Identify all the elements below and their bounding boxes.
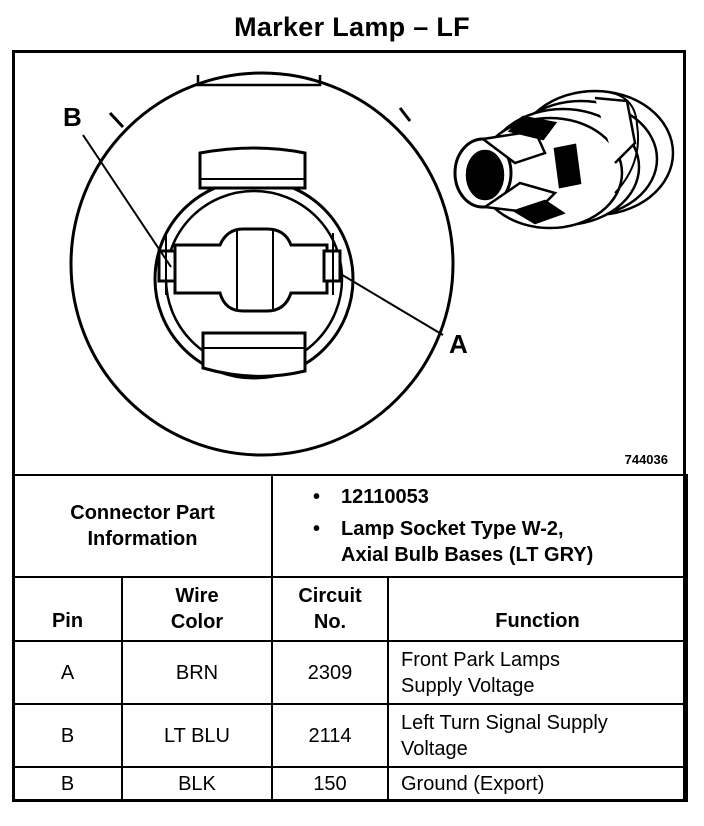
bottom-locking-tab [201,331,307,378]
row-circuit-no: 2114 [271,703,389,768]
part-info-label-line1: Connector Part [70,502,215,524]
row-wire-color: LT BLU [121,703,273,768]
header-row: Pin Wire Color Circuit No. Function [12,576,689,642]
part-number: 12110053 [313,484,686,510]
row-pin: B [12,766,123,802]
row-function: Front Park Lamps Supply Voltage [386,640,689,705]
part-info-values: 12110053 Lamp Socket Type W-2, Axial Bul… [270,474,689,578]
header-pin: Pin [12,576,123,642]
bulb-opening [173,227,329,313]
table-row: B BLK 150 Ground (Export) [12,766,689,802]
header-circuit-no: Circuit No. [271,576,389,642]
row-circuit-no: 150 [271,766,389,802]
row-wire-color: BLK [121,766,273,802]
connector-table: Connector Part Information 12110053 Lamp… [12,474,689,802]
part-info-label-line2: Information [87,528,198,550]
outer-notch-left [108,111,125,129]
socket-outer-ring [69,71,455,457]
row-circuit-no: 2309 [271,640,389,705]
socket-description: Lamp Socket Type W-2, Axial Bulb Bases (… [313,516,686,568]
callout-a-label: A [449,329,468,359]
callout-a-leader [338,272,444,336]
figure-id: 744036 [624,452,668,467]
callout-b-label: B [63,102,82,132]
outer-notch-right [398,107,412,122]
diagram-title: Marker Lamp – LF [234,12,470,42]
row-pin: A [12,640,123,705]
part-info-label: Connector Part Information [12,474,273,578]
callout-b-leader [82,134,172,268]
row-wire-color: BRN [121,640,273,705]
part-info-row: Connector Part Information 12110053 Lamp… [12,474,689,578]
connector-drawing: B A [15,53,683,474]
table-row: A BRN 2309 Front Park Lamps Supply Volta… [12,640,689,705]
row-pin: B [12,703,123,768]
row-function: Left Turn Signal Supply Voltage [386,703,689,768]
table-row: B LT BLU 2114 Left Turn Signal Supply Vo… [12,703,689,768]
header-wire-color: Wire Color [121,576,273,642]
header-function: Function [386,576,689,642]
outer-notch-top [196,75,322,87]
top-locking-tab [198,146,307,190]
row-function: Ground (Export) [386,766,689,802]
lamp-socket-illustration [453,89,675,230]
